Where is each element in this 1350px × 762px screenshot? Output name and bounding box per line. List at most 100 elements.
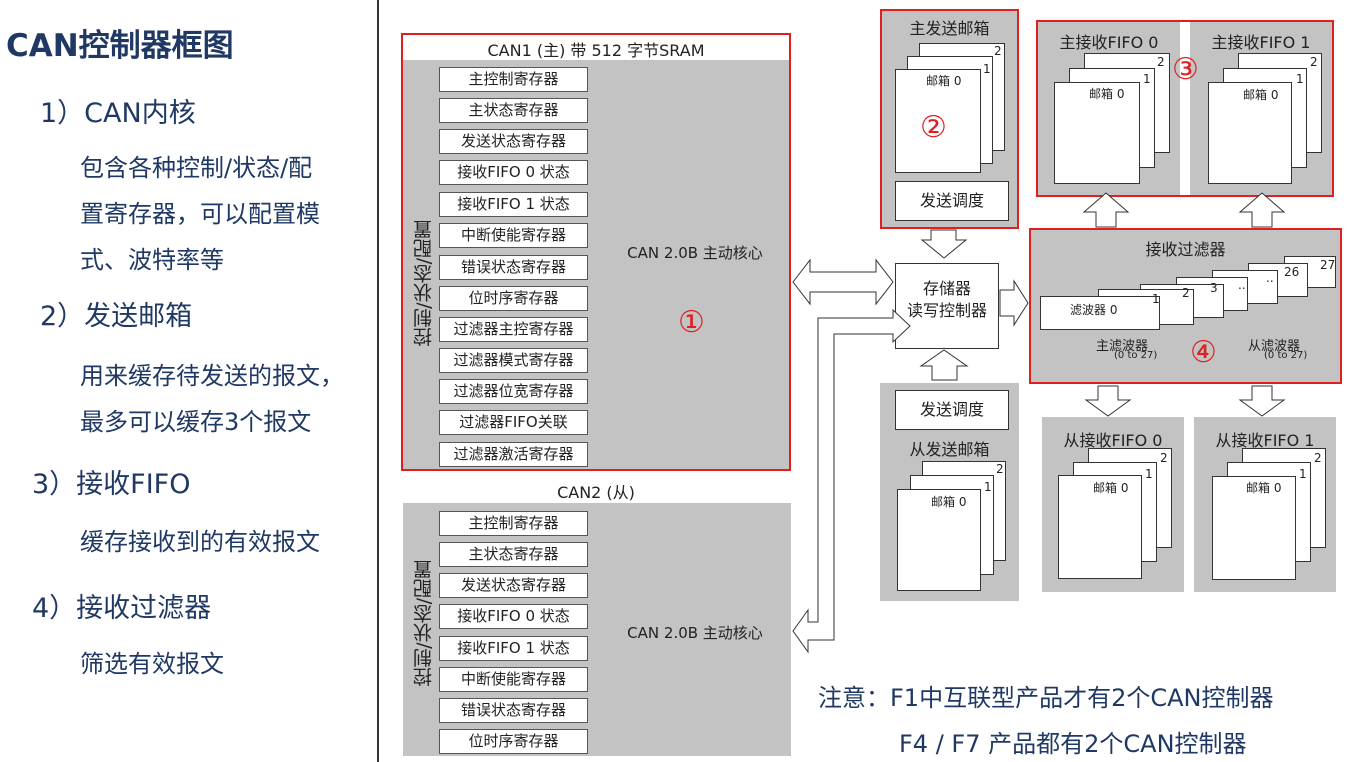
can2-core-label: CAN 2.0B 主动核心 xyxy=(627,624,763,642)
down-arrow xyxy=(1238,385,1286,417)
can2-register: 位时序寄存器 xyxy=(439,729,588,754)
can1-marker: ① xyxy=(678,305,705,340)
master-fifo1-title: 主接收FIFO 1 xyxy=(1211,33,1311,52)
filter-number: 26 xyxy=(1284,265,1300,279)
can2-register: 主控制寄存器 xyxy=(439,511,588,536)
can1-register: 接收FIFO 1 状态 xyxy=(439,192,588,217)
mailbox-number: 1 xyxy=(1296,72,1304,86)
mailbox-number: 2 xyxy=(994,44,1002,58)
mailbox-number: 1 xyxy=(984,480,992,494)
section-text: 筛选有效报文 xyxy=(80,650,224,678)
note-line-1: 注意：F1中互联型产品才有2个CAN控制器 xyxy=(818,684,1274,712)
mailbox-label: 邮箱 0 xyxy=(1089,87,1125,101)
mailbox-label: 邮箱 0 xyxy=(931,495,967,509)
mailbox-number: 2 xyxy=(1314,451,1322,465)
memory-controller-box: 存储器 读写控制器 xyxy=(895,263,999,349)
mailbox-card xyxy=(895,69,981,173)
master-filter-label: 主滤波器 xyxy=(1096,339,1149,354)
slave-fifo0-title: 从接收FIFO 0 xyxy=(1063,431,1163,450)
can1-register: 中断使能寄存器 xyxy=(439,223,588,248)
rx-fifo-marker: ③ xyxy=(1172,52,1199,87)
mailbox-number: 2 xyxy=(1157,55,1165,69)
can2-register: 错误状态寄存器 xyxy=(439,698,588,723)
filter-number: 1 xyxy=(1152,292,1160,306)
up-arrow xyxy=(919,349,969,381)
slave-tx-schedule-box: 发送调度 xyxy=(895,390,1009,430)
master-tx-marker: ② xyxy=(920,110,947,145)
can1-register: 主控制寄存器 xyxy=(439,67,588,92)
slave-filter-range: (0 to 27) xyxy=(1264,350,1308,361)
slave-fifo1-title: 从接收FIFO 1 xyxy=(1215,431,1315,450)
slave-filter-label: 从滤波器 xyxy=(1248,339,1301,354)
can2-title: CAN2 (从) xyxy=(557,483,635,502)
master-filter-range: (0 to 27) xyxy=(1114,350,1158,361)
can1-register: 过滤器激活寄存器 xyxy=(439,442,588,467)
panel-divider xyxy=(377,0,379,762)
rx-filter-marker: ④ xyxy=(1190,335,1217,370)
memory-controller-line1: 存储器 xyxy=(922,279,971,298)
filter-number: 3 xyxy=(1210,281,1218,295)
can2-register: 中断使能寄存器 xyxy=(439,667,588,692)
mailbox-number: 1 xyxy=(983,62,991,76)
section-text: 置寄存器，可以配置模 xyxy=(80,200,320,228)
memory-controller-line2: 读写控制器 xyxy=(906,301,987,320)
filter-0-label: 滤波器 0 xyxy=(1070,303,1118,317)
can2-register: 接收FIFO 0 状态 xyxy=(439,604,588,629)
section-heading-rx-filter: 4）接收过滤器 xyxy=(32,593,212,624)
can1-register: 错误状态寄存器 xyxy=(439,255,588,280)
can2-bus-arrow xyxy=(792,308,911,654)
right-arrow xyxy=(999,279,1029,327)
can2-register: 接收FIFO 1 状态 xyxy=(439,636,588,661)
mailbox-label: 邮箱 0 xyxy=(1243,88,1279,102)
can2-register: 主状态寄存器 xyxy=(439,542,588,567)
mailbox-number: 2 xyxy=(1310,55,1318,69)
section-text: 最多可以缓存3个报文 xyxy=(80,408,312,436)
section-heading-tx-mailbox: 2）发送邮箱 xyxy=(40,301,193,332)
mailbox-label: 邮箱 0 xyxy=(1093,481,1129,495)
master-fifo0-title: 主接收FIFO 0 xyxy=(1059,33,1159,52)
can1-bus-arrow xyxy=(792,258,894,306)
mailbox-card xyxy=(1212,476,1296,580)
can1-register: 主状态寄存器 xyxy=(439,98,588,123)
mailbox-card xyxy=(897,489,981,591)
can1-register: 过滤器主控寄存器 xyxy=(439,317,588,342)
master-rx-fifo-block xyxy=(1036,20,1334,197)
can1-register: 过滤器位宽寄存器 xyxy=(439,379,588,404)
can1-register: 过滤器FIFO关联 xyxy=(439,410,588,435)
slave-tx-title: 从发送邮箱 xyxy=(909,440,990,459)
section-text: 用来缓存待发送的报文， xyxy=(80,362,344,390)
can1-block xyxy=(401,33,791,471)
page-title: CAN控制器框图 xyxy=(6,28,234,64)
filter-number: .. xyxy=(1266,271,1274,285)
down-arrow xyxy=(920,229,968,259)
filter-number: 2 xyxy=(1182,286,1190,300)
can1-core-label: CAN 2.0B 主动核心 xyxy=(627,244,763,262)
note-line-2: F4 / F7 产品都有2个CAN控制器 xyxy=(899,730,1247,758)
mailbox-number: 1 xyxy=(1299,467,1307,481)
filter-card xyxy=(1040,296,1160,330)
can2-register: 发送状态寄存器 xyxy=(439,573,588,598)
can1-register: 位时序寄存器 xyxy=(439,286,588,311)
mailbox-number: 1 xyxy=(1145,467,1153,481)
mailbox-card xyxy=(1054,82,1140,184)
mailbox-card xyxy=(1058,475,1142,579)
mailbox-number: 1 xyxy=(1143,72,1151,86)
tx-schedule-box: 发送调度 xyxy=(895,181,1009,221)
filter-number: 27 xyxy=(1320,258,1336,272)
can1-register: 接收FIFO 0 状态 xyxy=(439,160,588,185)
up-arrow xyxy=(1238,192,1286,228)
section-heading-rx-fifo: 3）接收FIFO xyxy=(32,469,191,500)
can1-register: 过滤器模式寄存器 xyxy=(439,348,588,373)
mailbox-number: 2 xyxy=(996,462,1004,476)
section-text: 式、波特率等 xyxy=(80,246,224,274)
section-heading-can-core: 1）CAN内核 xyxy=(40,98,196,129)
can1-register: 发送状态寄存器 xyxy=(439,129,588,154)
down-arrow xyxy=(1084,385,1132,417)
mailbox-number: 2 xyxy=(1160,451,1168,465)
rx-filter-title: 接收过滤器 xyxy=(1145,240,1226,259)
master-tx-title: 主发送邮箱 xyxy=(909,19,990,38)
section-text: 缓存接收到的有效报文 xyxy=(80,528,320,556)
mailbox-card xyxy=(1208,82,1292,184)
section-text: 包含各种控制/状态/配 xyxy=(80,154,313,182)
